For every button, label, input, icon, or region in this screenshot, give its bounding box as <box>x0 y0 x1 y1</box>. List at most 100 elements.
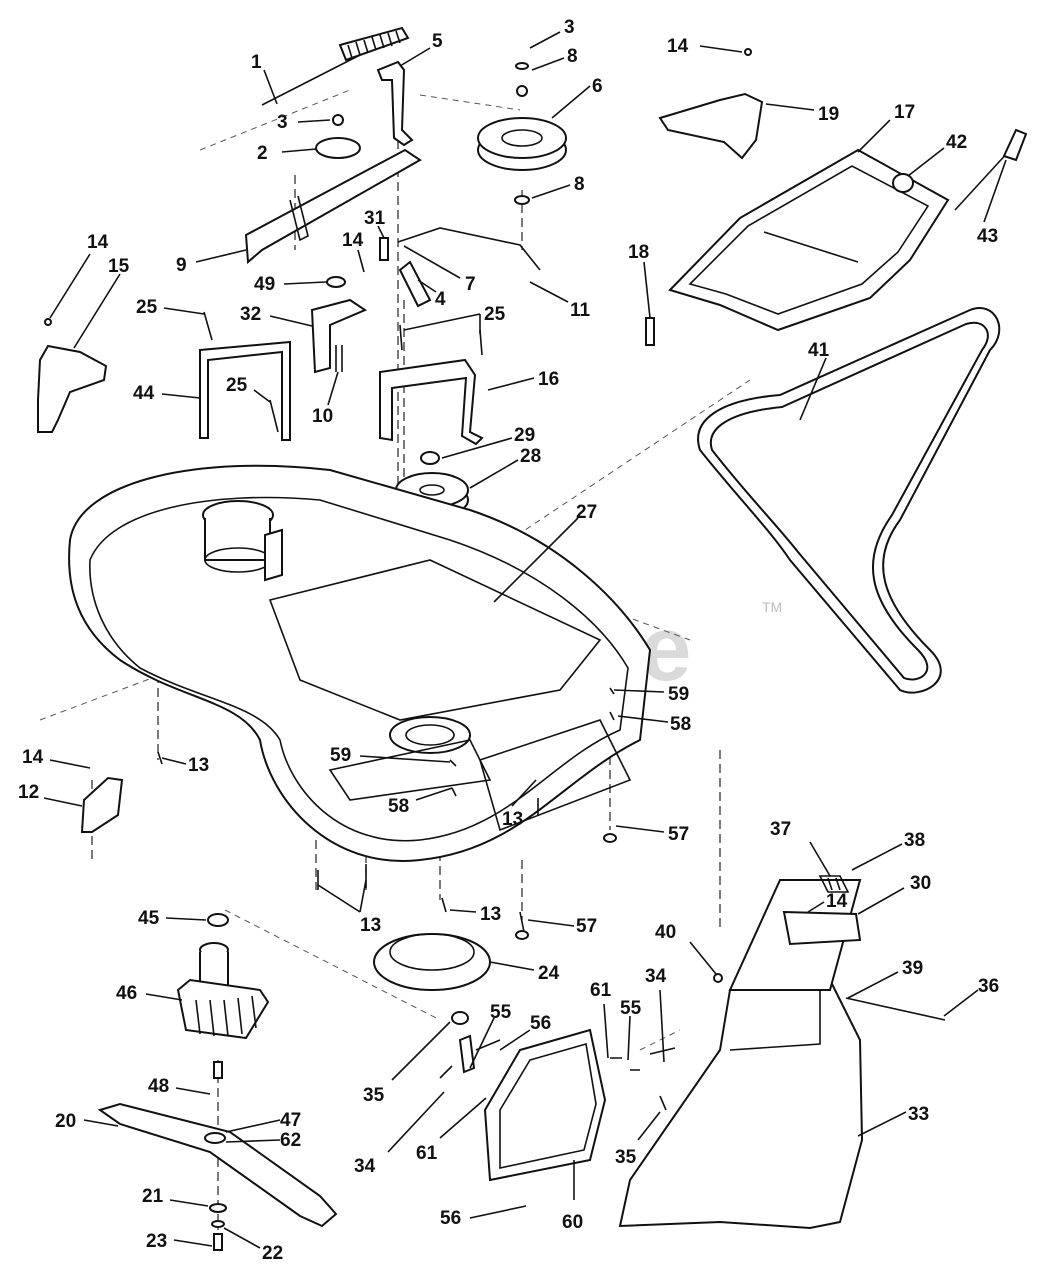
nut <box>332 114 344 126</box>
callout-12: 12 <box>18 782 39 803</box>
callout-14a: 14 <box>87 232 109 253</box>
tension-spring-rod <box>261 26 410 106</box>
nut-small <box>44 318 52 326</box>
callout-61b: 61 <box>590 980 612 1001</box>
callout-17: 17 <box>894 102 915 123</box>
callout-28: 28 <box>520 446 541 467</box>
callout-34b: 34 <box>645 966 667 987</box>
callout-11: 11 <box>570 300 591 321</box>
nut-top <box>744 48 752 56</box>
callout-23: 23 <box>146 1231 167 1252</box>
u-bracket <box>199 340 291 441</box>
callout-29: 29 <box>514 425 535 446</box>
callout-8a: 8 <box>567 46 578 67</box>
callout-20: 20 <box>55 1111 76 1132</box>
callout-3a: 3 <box>277 112 288 133</box>
callout-58a: 58 <box>670 714 691 735</box>
callout-8b: 8 <box>574 174 585 195</box>
bolt-10 <box>335 345 343 372</box>
side-bracket <box>37 344 108 433</box>
callout-24: 24 <box>538 963 560 984</box>
bolt <box>379 237 389 261</box>
callout-43: 43 <box>977 226 998 247</box>
chute-rod <box>845 997 946 1021</box>
callout-19: 19 <box>818 104 839 125</box>
callout-35b: 35 <box>615 1147 637 1168</box>
callout-1: 1 <box>251 52 262 73</box>
pivot-bracket <box>398 260 432 308</box>
callout-14c: 14 <box>667 36 689 57</box>
callout-45: 45 <box>138 908 160 929</box>
callout-56a: 56 <box>530 1013 551 1034</box>
callouts: 1 2 3 3 4 5 6 7 8 8 9 10 11 12 13 13 <box>18 17 1007 1264</box>
callout-34a: 34 <box>354 1156 376 1177</box>
callout-61a: 61 <box>416 1143 438 1164</box>
callout-13b: 13 <box>502 809 523 830</box>
callout-7: 7 <box>465 274 476 295</box>
callout-57a: 57 <box>668 824 689 845</box>
deck-bracket <box>244 148 422 265</box>
callout-2: 2 <box>257 143 268 164</box>
chute-spring <box>818 875 850 893</box>
callout-37: 37 <box>770 819 791 840</box>
callout-39: 39 <box>902 958 923 979</box>
callout-42: 42 <box>946 132 967 153</box>
callout-40: 40 <box>655 922 676 943</box>
watermark-trademark: TM <box>762 599 782 615</box>
spindle-ring <box>373 933 491 991</box>
discharge-deflector <box>483 1028 607 1182</box>
pin <box>645 317 655 346</box>
callout-56b: 56 <box>440 1208 461 1229</box>
callout-30: 30 <box>910 873 931 894</box>
callout-41: 41 <box>808 340 830 361</box>
callout-25a: 25 <box>136 297 158 318</box>
callout-59a: 59 <box>668 684 689 705</box>
cable <box>954 149 1011 211</box>
callout-13d: 13 <box>480 904 501 925</box>
deck-spindle <box>202 500 283 582</box>
washer <box>326 276 346 288</box>
callout-16: 16 <box>538 369 559 390</box>
callout-48: 48 <box>148 1076 169 1097</box>
screws <box>203 311 483 433</box>
callout-55a: 55 <box>490 1002 512 1023</box>
deck-hanger <box>80 776 124 833</box>
callout-14d: 14 <box>22 747 44 768</box>
callout-59b: 59 <box>330 745 351 766</box>
idler-arm <box>376 60 414 147</box>
callout-47: 47 <box>280 1110 301 1131</box>
chute-hardware <box>439 1011 501 1079</box>
callout-33: 33 <box>908 1104 929 1125</box>
callout-62: 62 <box>280 1130 301 1151</box>
callout-46: 46 <box>116 983 137 1004</box>
callout-36: 36 <box>978 976 999 997</box>
callout-18: 18 <box>628 242 649 263</box>
callout-49: 49 <box>254 274 275 295</box>
callout-38: 38 <box>904 830 925 851</box>
bushing <box>892 173 914 193</box>
callout-35a: 35 <box>363 1085 385 1106</box>
callout-58b: 58 <box>388 796 409 817</box>
callout-4: 4 <box>435 289 446 310</box>
callout-25c: 25 <box>226 375 248 396</box>
callout-32: 32 <box>240 304 261 325</box>
callout-3b: 3 <box>564 17 575 38</box>
deck-hardware <box>157 687 617 940</box>
idler-bracket <box>658 92 764 160</box>
belt-guide-frame <box>668 148 950 332</box>
spindle-assembly <box>176 913 270 1079</box>
callout-10: 10 <box>312 406 333 427</box>
callout-25b: 25 <box>484 304 506 325</box>
callout-21: 21 <box>142 1186 164 1207</box>
callout-44: 44 <box>133 383 155 404</box>
callout-15: 15 <box>108 256 130 277</box>
callout-13c: 13 <box>360 915 381 936</box>
callout-22: 22 <box>262 1243 283 1264</box>
chute-bracket <box>782 910 862 946</box>
cap <box>315 137 361 159</box>
idler-pulley-top <box>477 62 567 205</box>
callout-6: 6 <box>592 76 603 97</box>
callout-14e: 14 <box>826 891 848 912</box>
